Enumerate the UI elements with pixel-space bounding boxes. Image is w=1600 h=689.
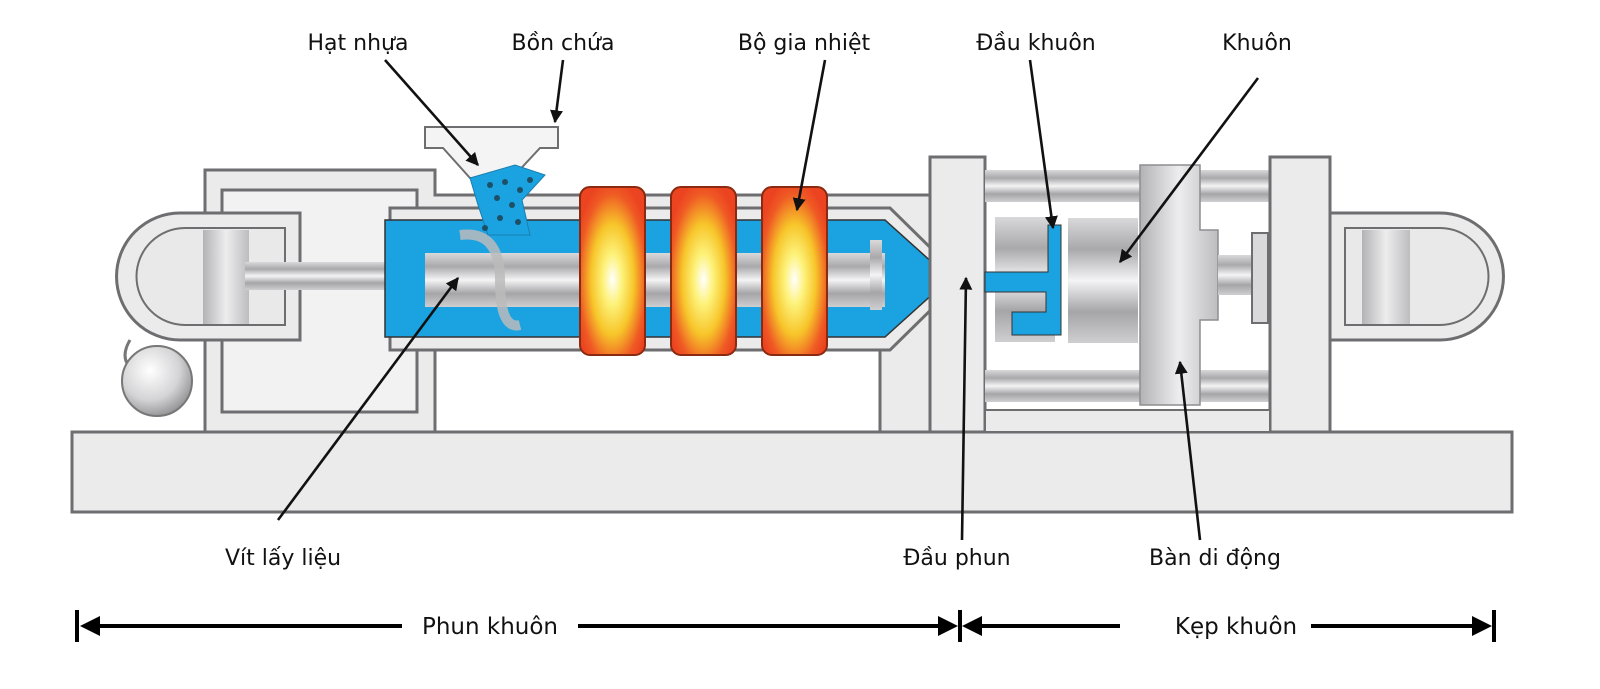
piston-rod — [245, 262, 405, 290]
hopper — [424, 126, 559, 179]
label-mold: Khuôn — [1222, 31, 1292, 56]
label-heater: Bộ gia nhiệt — [738, 31, 871, 56]
leader-arrows — [276, 59, 1260, 541]
section-injection-label: Phun khuôn — [422, 614, 558, 640]
heater-band-2 — [670, 186, 737, 356]
tie-bar-top — [985, 170, 1270, 202]
moving-platen — [1139, 164, 1219, 406]
label-nozzle: Đầu phun — [903, 546, 1010, 571]
machine-base — [70, 430, 1514, 514]
counterweight-ball — [121, 345, 193, 417]
arrow-moving-platen — [1174, 360, 1202, 541]
left-piston — [203, 230, 249, 324]
right-piston — [1362, 230, 1410, 324]
arrow-heater — [792, 59, 827, 212]
label-hopper: Bồn chứa — [512, 31, 615, 56]
label-moving-platen: Bàn di động — [1149, 546, 1281, 571]
arrow-mold — [1118, 77, 1260, 264]
arrow-nozzle — [959, 276, 973, 541]
mold-cavity — [984, 224, 1062, 336]
heater-bands — [579, 186, 828, 356]
arrow-mold-head — [1028, 59, 1058, 230]
label-mold-head: Đầu khuôn — [976, 31, 1096, 56]
mold — [1068, 218, 1138, 343]
heater-band-1 — [579, 186, 646, 356]
label-pellets: Hạt nhựa — [308, 31, 409, 56]
dimension-injection: Phun khuôn — [75, 610, 958, 642]
label-screw: Vít lấy liệu — [225, 546, 341, 571]
arrow-pellets — [384, 59, 479, 166]
rear-platen — [1268, 155, 1332, 434]
heater-band-3 — [761, 186, 828, 356]
stationary-platen — [928, 155, 987, 434]
section-clamping-label: Kẹp khuôn — [1175, 614, 1297, 640]
tie-bar-bottom — [985, 370, 1270, 402]
arrow-screw — [276, 276, 460, 521]
arrow-hopper — [550, 59, 565, 124]
dimension-clamping: Kẹp khuôn — [962, 610, 1496, 642]
